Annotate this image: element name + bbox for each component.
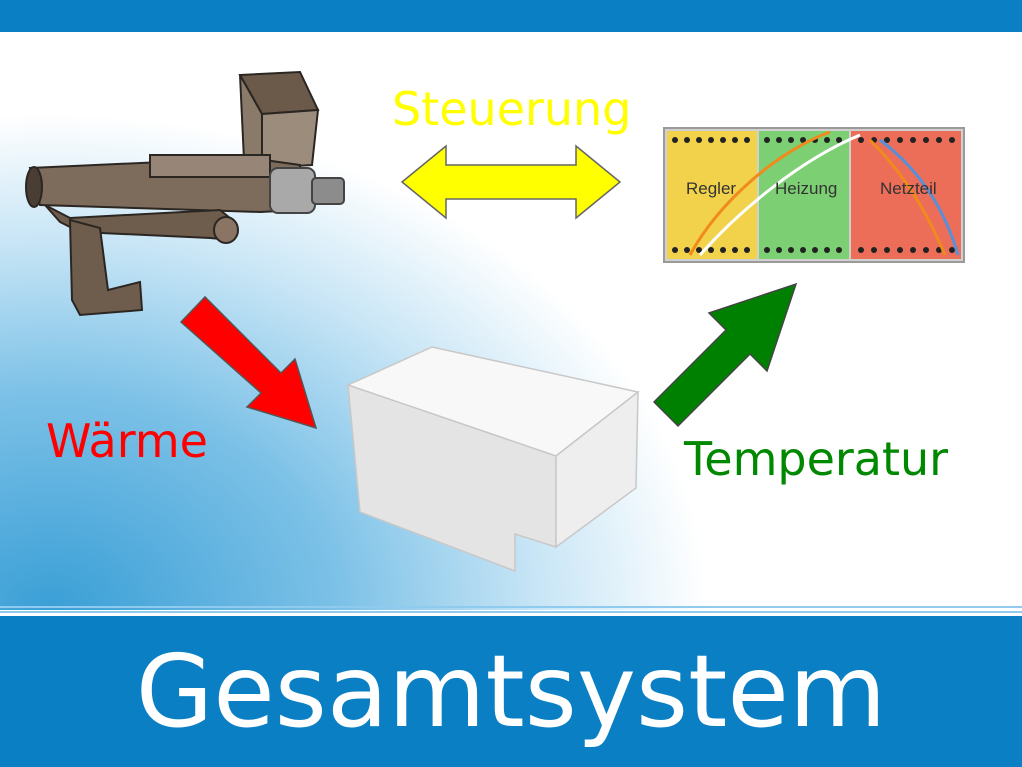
control-boards-image: Regler Heizung Netzteil	[663, 127, 965, 263]
title-bar	[0, 616, 1022, 767]
temperatur-label: Temperatur	[684, 432, 949, 486]
waerme-label: Wärme	[46, 414, 208, 468]
house-model-box	[345, 346, 640, 573]
steuerung-label: Steuerung	[392, 82, 632, 136]
steuerung-double-arrow	[400, 144, 622, 220]
board-label-netzteil: Netzteil	[880, 179, 937, 198]
top-bar	[0, 0, 1022, 32]
board-label-heizung: Heizung	[775, 179, 837, 198]
separator-line	[0, 606, 1022, 608]
burner-image	[25, 70, 345, 317]
board-label-regler: Regler	[686, 179, 736, 198]
diagram-graphics: Regler Heizung Netzteil	[25, 70, 965, 573]
temperatur-arrow	[652, 282, 798, 428]
separator-line	[0, 611, 1022, 613]
waerme-arrow	[179, 295, 318, 430]
page-title: Gesamtsystem	[135, 633, 887, 750]
